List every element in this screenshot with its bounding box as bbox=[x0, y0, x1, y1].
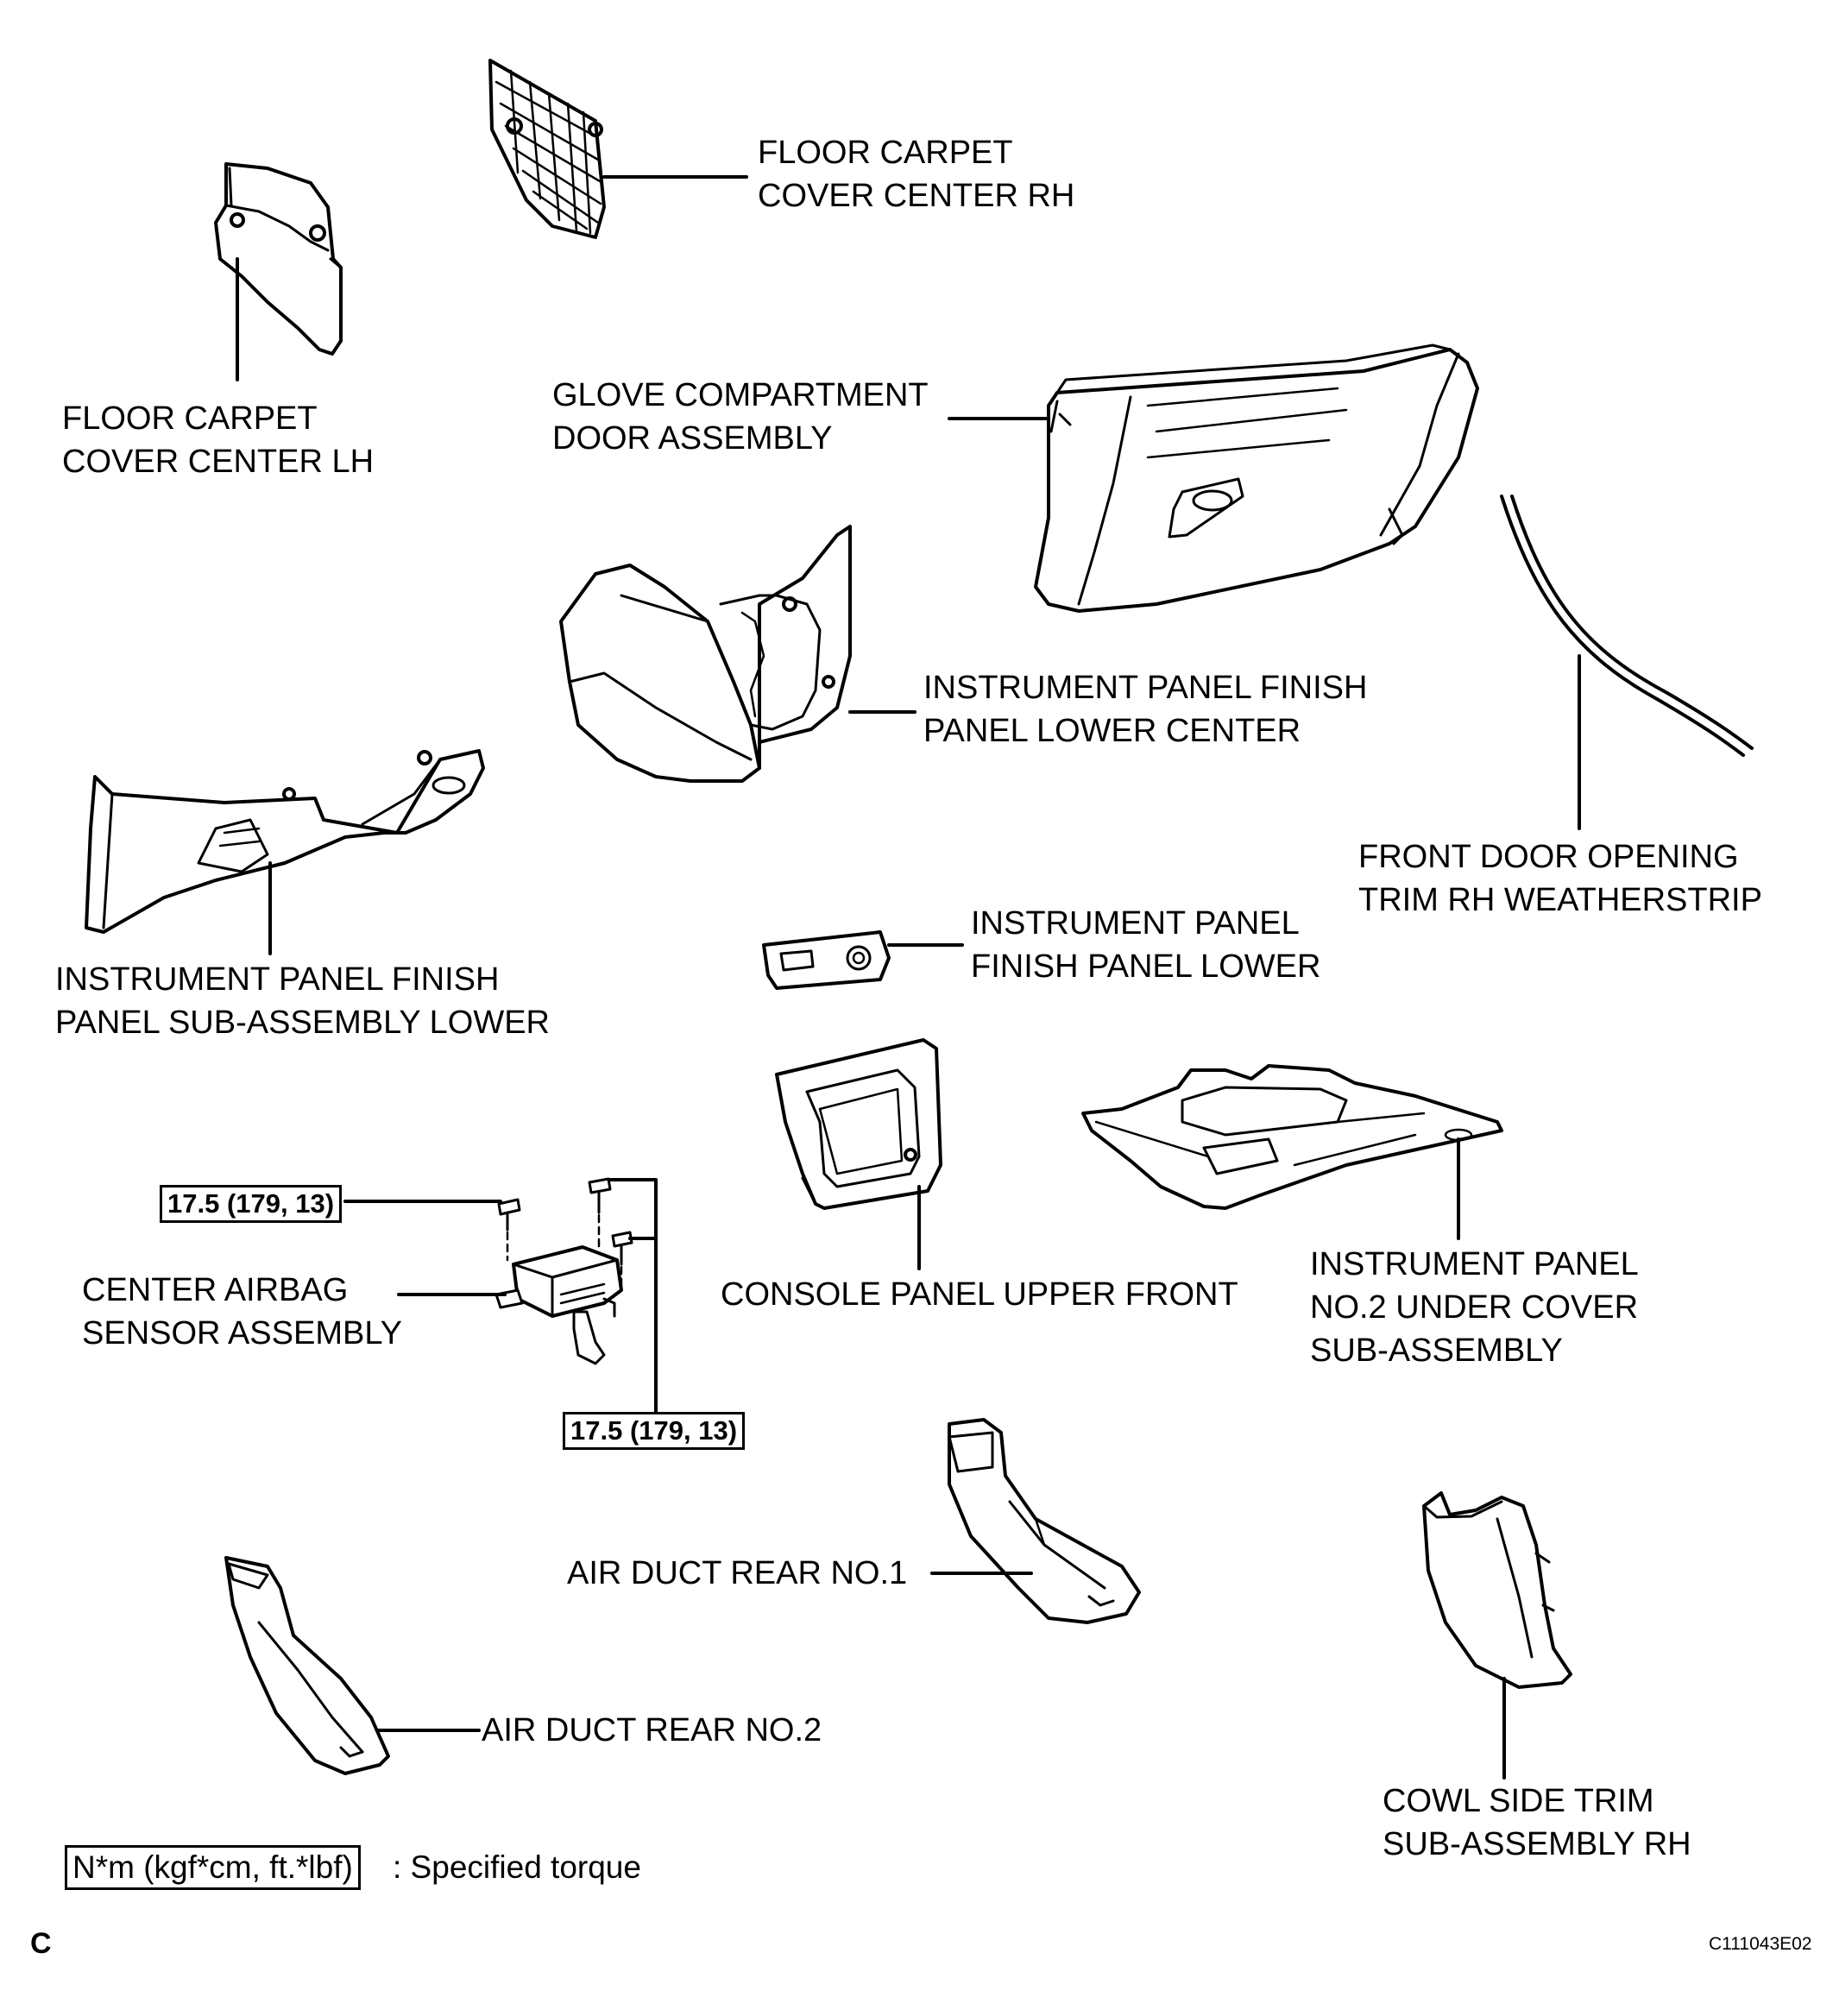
ip-finish-panel-sub-assembly-lower-part bbox=[85, 749, 485, 934]
figure-code: C111043E02 bbox=[1709, 1934, 1812, 1954]
front-door-weatherstrip-part bbox=[1500, 495, 1754, 757]
floor-carpet-cover-center-rh-part bbox=[488, 59, 606, 239]
glove-compartment-door-assembly-part bbox=[1034, 343, 1479, 613]
air-duct-rear-no2-part bbox=[224, 1556, 390, 1775]
air-duct-rear-no1-part bbox=[948, 1418, 1141, 1624]
floor-carpet-cover-center-lh-part bbox=[214, 162, 343, 356]
cowl-side-trim-part bbox=[1422, 1491, 1572, 1689]
center-airbag-sensor-part bbox=[494, 1177, 633, 1365]
torque-legend-description: : Specified torque bbox=[393, 1849, 641, 1885]
console-panel-upper-front-part bbox=[775, 1038, 942, 1210]
corner-letter: C bbox=[30, 1927, 52, 1960]
ip-finish-panel-lower-part bbox=[762, 930, 891, 990]
label-console-panel-upper-front: CONSOLE PANEL UPPER FRONT bbox=[721, 1276, 1238, 1313]
torque-spec-top: 17.5 (179, 13) bbox=[160, 1185, 343, 1223]
label-air-duct-rear-no1: AIR DUCT REAR NO.1 bbox=[567, 1555, 908, 1591]
leader-torque-bottom-a bbox=[608, 1178, 658, 1417]
label-air-duct-rear-no2: AIR DUCT REAR NO.2 bbox=[482, 1712, 822, 1748]
ip-no2-under-cover-part bbox=[1081, 1064, 1503, 1210]
ip-finish-panel-lower-center-part bbox=[559, 525, 852, 783]
torque-legend-unit-box: N*m (kgf*cm, ft.*lbf) bbox=[65, 1845, 361, 1890]
torque-spec-bottom: 17.5 (179, 13) bbox=[563, 1412, 746, 1450]
